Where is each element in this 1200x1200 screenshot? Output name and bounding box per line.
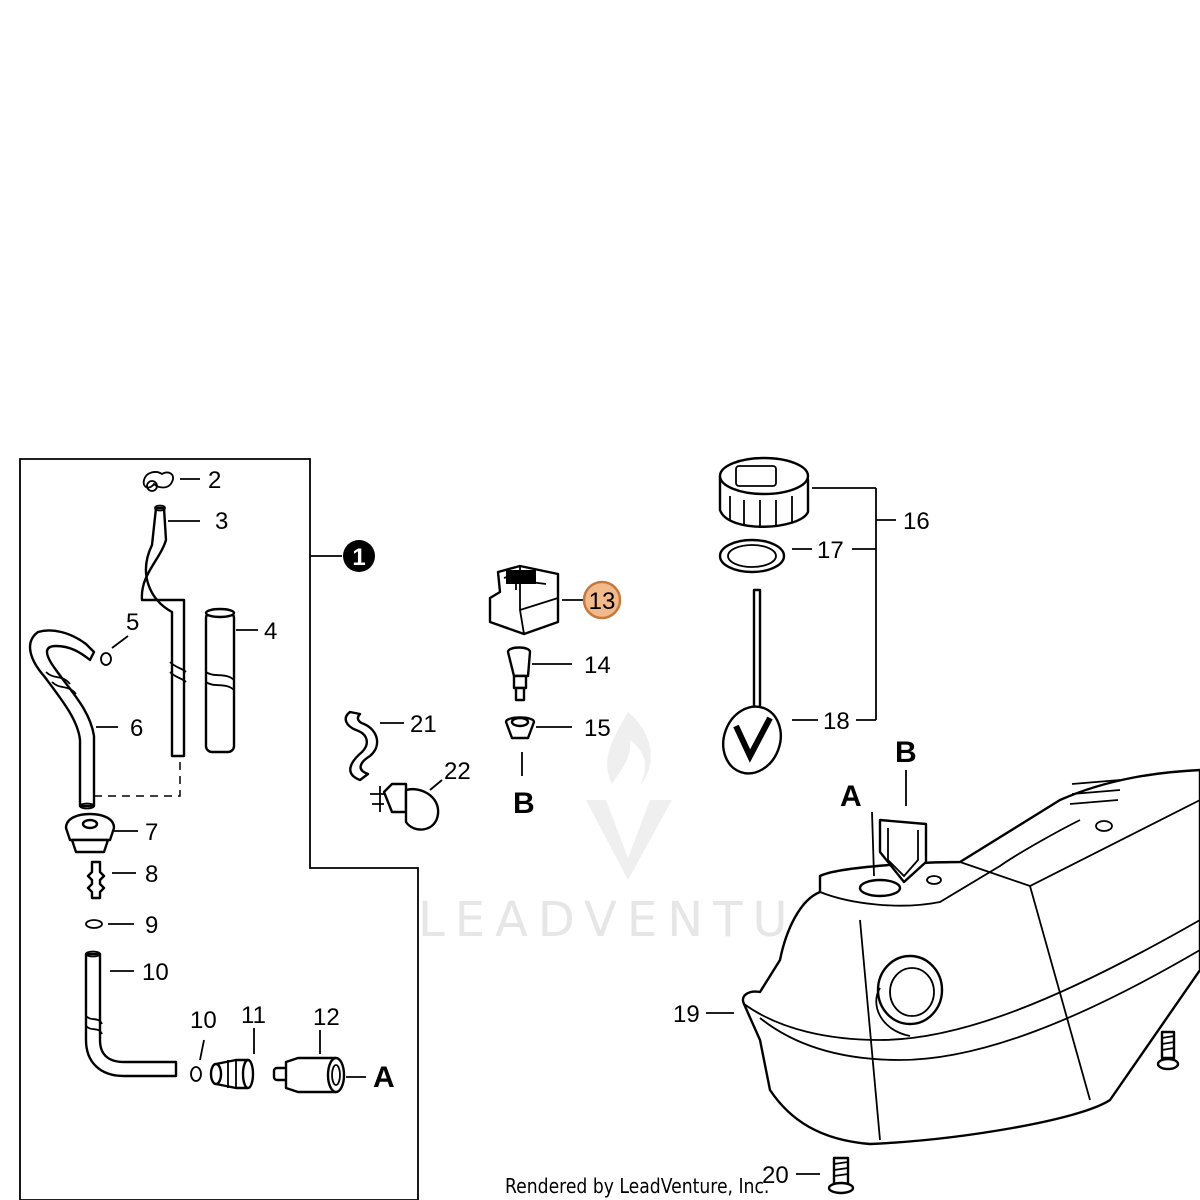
part-2-hose-clip — [142, 471, 174, 492]
callout-20[interactable]: 20 — [762, 1162, 789, 1189]
part-15-grommet — [504, 716, 536, 740]
callout-14[interactable]: 14 — [584, 652, 611, 679]
part-3-hose — [140, 504, 187, 758]
part-12-fuel-filter — [272, 1056, 346, 1094]
footer-credit: Rendered by LeadVenture, Inc. — [505, 1174, 770, 1198]
callout-16[interactable]: 16 — [903, 508, 930, 535]
part-13-bracket — [488, 564, 560, 636]
part-4-sleeve — [204, 607, 236, 754]
callout-15[interactable]: 15 — [584, 715, 611, 742]
callout-9[interactable]: 9 — [145, 912, 158, 939]
tank-b-bracket — [878, 818, 928, 884]
part-21-hose — [344, 710, 379, 782]
callout-19[interactable]: 19 — [673, 1001, 700, 1028]
part-16-fuel-cap — [718, 456, 810, 528]
kit-badge-number: 1 — [352, 544, 365, 571]
callout-13[interactable]: 13 — [589, 588, 616, 615]
part-10-fuel-line — [84, 950, 178, 1078]
part-22-primer-bulb — [370, 782, 440, 831]
connector-a-tank: A — [840, 780, 862, 813]
callout-18[interactable]: 18 — [823, 708, 850, 735]
callout-13-highlight[interactable] — [582, 580, 622, 620]
connector-a-left: A — [373, 1061, 395, 1094]
callout-10[interactable]: 10 — [142, 959, 169, 986]
connection-dashed — [94, 760, 181, 797]
part-14-valve — [506, 646, 532, 702]
callout-22[interactable]: 22 — [444, 758, 471, 785]
watermark-logo — [586, 712, 672, 880]
part-8-fitting — [86, 860, 106, 900]
part-10-o-ring — [190, 1066, 202, 1082]
callout-7[interactable]: 7 — [145, 819, 158, 846]
callout-11[interactable]: 11 — [241, 1002, 266, 1029]
callout-12[interactable]: 12 — [313, 1004, 340, 1031]
callout-3[interactable]: 3 — [215, 508, 228, 535]
kit-boundary — [19, 458, 419, 1200]
part-18-fuel-gauge — [722, 588, 782, 775]
part-5-o-ring — [100, 652, 112, 666]
connector-b-center: B — [513, 787, 535, 820]
callout-5[interactable]: 5 — [126, 609, 139, 636]
callout-8[interactable]: 8 — [145, 861, 158, 888]
callout-17[interactable]: 17 — [817, 537, 844, 564]
part-11-fitting — [209, 1058, 255, 1090]
part-17-gasket — [718, 538, 786, 574]
part-6-hose — [28, 629, 96, 810]
callout-2[interactable]: 2 — [208, 467, 221, 494]
part-7-grommet — [64, 812, 116, 854]
connector-b-tank: B — [895, 736, 917, 769]
callout-21[interactable]: 21 — [410, 711, 437, 738]
kit-badge — [343, 540, 375, 572]
part-20-screw-2 — [1156, 1030, 1180, 1071]
part-19-fuel-tank — [741, 768, 1200, 1146]
callout-10-oring[interactable]: 10 — [190, 1007, 217, 1034]
part-9-o-ring — [85, 919, 103, 929]
callout-6[interactable]: 6 — [130, 715, 143, 742]
part-20-screw — [827, 1156, 855, 1195]
callout-4[interactable]: 4 — [264, 618, 277, 645]
